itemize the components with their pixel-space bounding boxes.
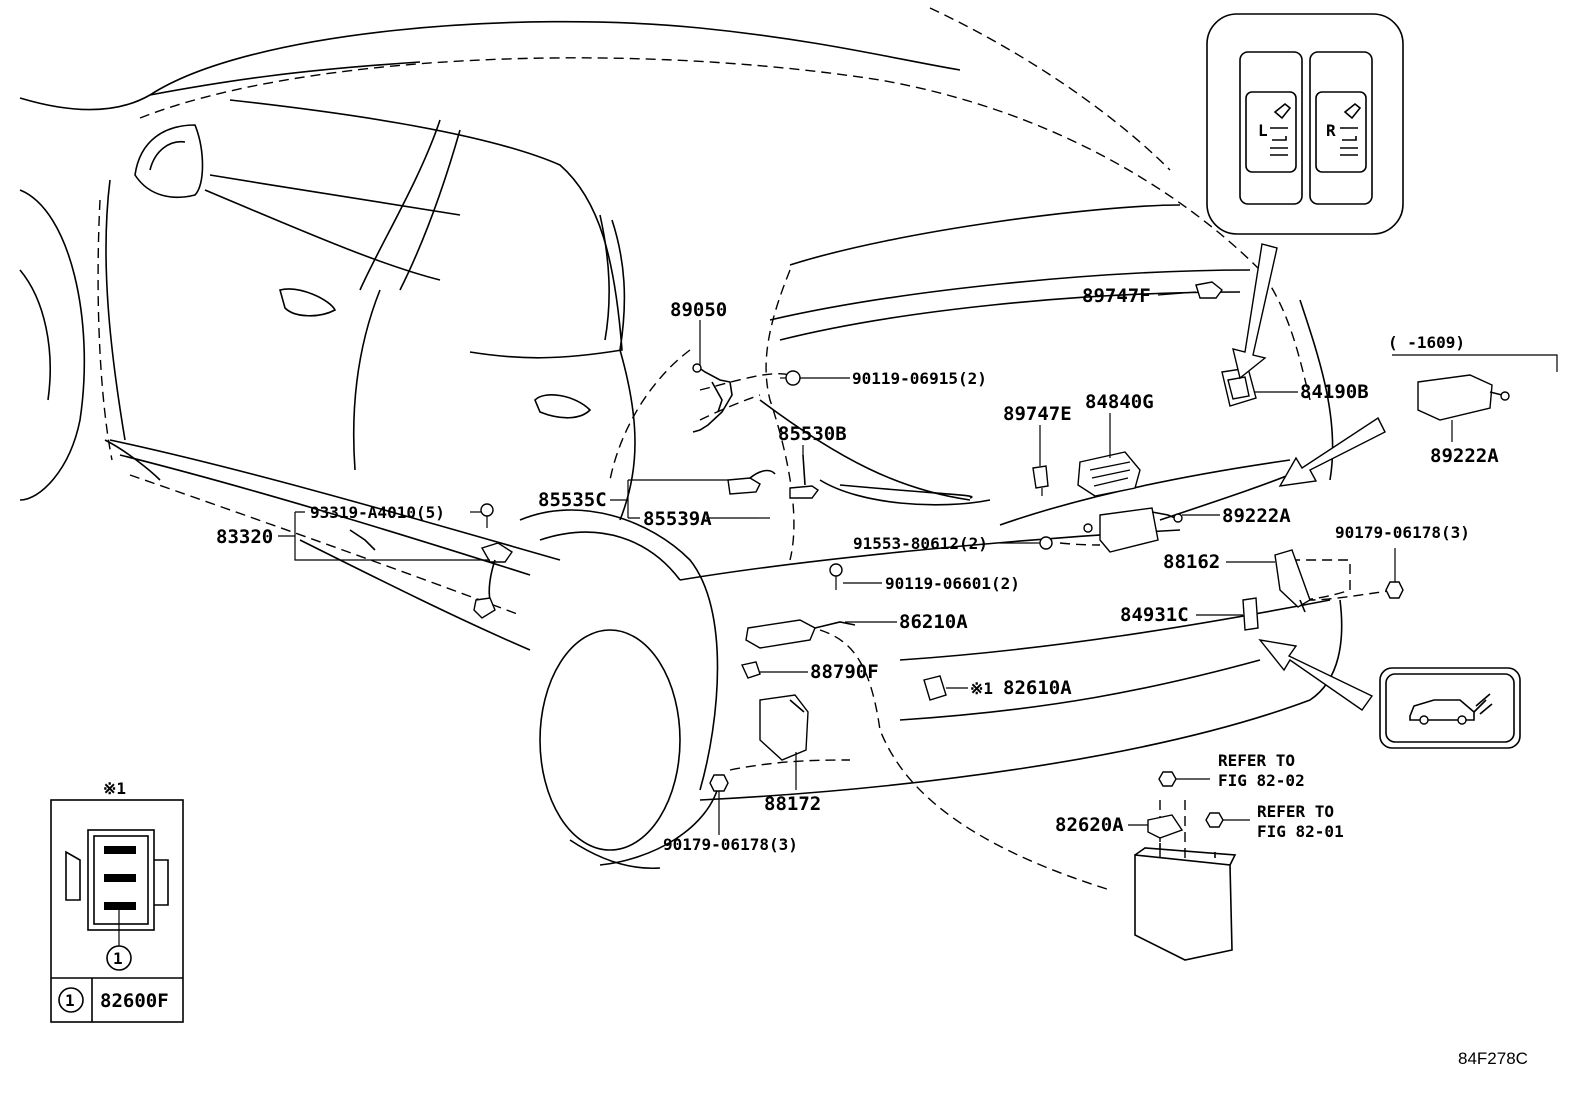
label-85530b: 85530B — [778, 423, 847, 445]
label-88790f: 88790F — [810, 661, 879, 683]
label-89222a-inset: 89222A — [1430, 445, 1499, 467]
component-sketches — [349, 281, 1510, 961]
label-84840g: 84840G — [1085, 391, 1154, 413]
label-89747f: 89747F — [1082, 285, 1151, 307]
label-until-1609: ( -1609) — [1388, 333, 1465, 352]
refer-note-1-line2: FIG 82-02 — [1218, 771, 1305, 790]
arrow-down-icon — [1232, 243, 1278, 380]
label-82610a-mark: ※1 — [970, 679, 993, 698]
label-90179-06178-lower: 90179-06178(3) — [663, 835, 798, 854]
refer-note-1-line1: REFER TO — [1218, 751, 1295, 770]
label-90119-06601: 90119-06601(2) — [885, 574, 1020, 593]
label-90119-06915: 90119-06915(2) — [852, 369, 987, 388]
arrow-upleft-icon — [1258, 639, 1374, 711]
label-82610a: 82610A — [1003, 677, 1072, 699]
switch-left-letter: L — [1258, 121, 1268, 140]
label-84190b: 84190B — [1300, 381, 1369, 403]
seat-fold-left-icon — [1270, 102, 1292, 156]
connector-table-part: 82600F — [100, 990, 169, 1012]
label-89747e: 89747E — [1003, 403, 1072, 425]
refer-note-2-line1: REFER TO — [1257, 802, 1334, 821]
label-85535c: 85535C — [538, 489, 607, 511]
label-86210a: 86210A — [899, 611, 968, 633]
power-tailgate-icon — [1409, 693, 1493, 725]
label-88172: 88172 — [764, 793, 821, 815]
connector-inset-mark: ※1 — [103, 779, 126, 798]
figure-code: 84F278C — [1458, 1049, 1528, 1068]
connector-inset: ※1 1 1 82600F — [50, 779, 184, 1023]
label-91553-80612: 91553-80612(2) — [853, 534, 988, 553]
label-82620a: 82620A — [1055, 814, 1124, 836]
tailgate-icon-inset — [1379, 667, 1521, 749]
vehicle-body-outline — [19, 7, 1396, 891]
label-83320: 83320 — [216, 526, 273, 548]
label-89050: 89050 — [670, 299, 727, 321]
seat-fold-right-icon — [1340, 102, 1362, 156]
label-88162: 88162 — [1163, 551, 1220, 573]
label-90179-06178-right: 90179-06178(3) — [1335, 523, 1470, 542]
part-labels: 89050 90119-06915(2) 85530B 85535C 85539… — [216, 285, 1499, 854]
pointer-arrows — [1232, 243, 1386, 711]
seat-switch-inset: L R — [1206, 13, 1404, 235]
label-84931c: 84931C — [1120, 604, 1189, 626]
connector-callout-number: 1 — [113, 949, 123, 968]
refer-note-2-line2: FIG 82-01 — [1257, 822, 1344, 841]
arrow-left-icon — [1278, 416, 1386, 487]
label-85539a: 85539A — [643, 508, 712, 530]
connector-table-key: 1 — [65, 991, 75, 1010]
leader-lines — [278, 291, 1558, 835]
label-89222a: 89222A — [1222, 505, 1291, 527]
label-93319-a4010: 93319-A4010(5) — [310, 503, 445, 522]
switch-right-letter: R — [1326, 121, 1336, 140]
